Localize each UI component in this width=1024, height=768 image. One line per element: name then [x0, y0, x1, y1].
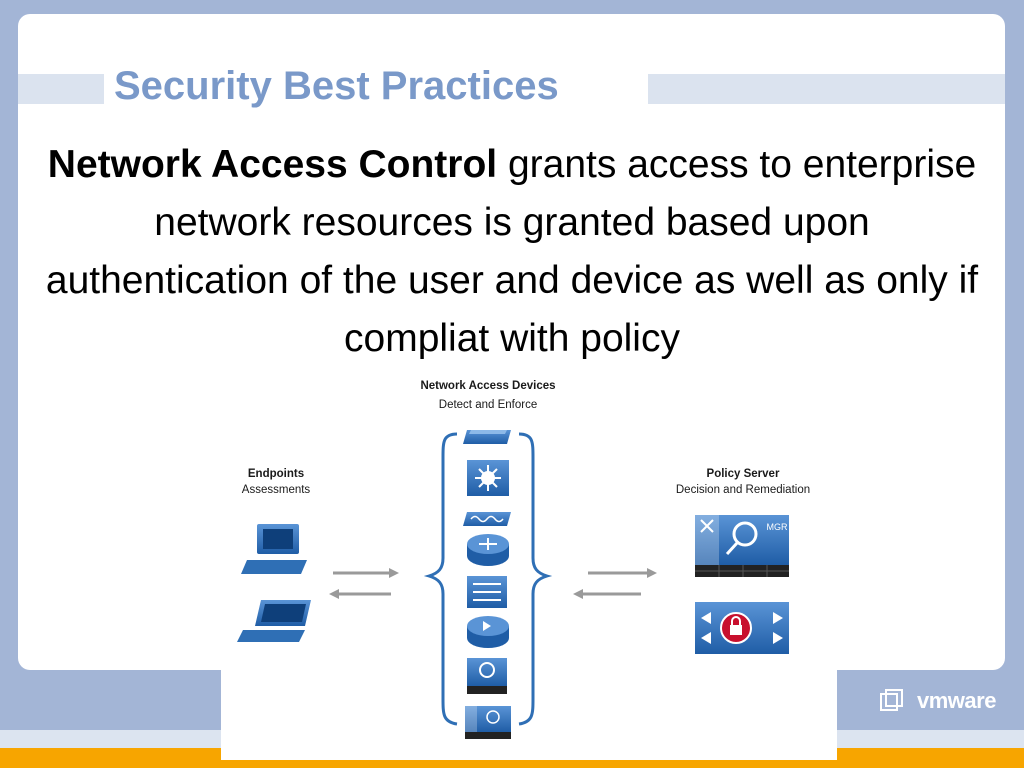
switch-icon	[463, 430, 511, 444]
vmware-logo-icon	[880, 689, 903, 711]
title-band-left	[18, 74, 104, 104]
policy-manager-icon	[465, 706, 511, 739]
arrow-to-server	[588, 568, 657, 578]
left-brace	[423, 432, 458, 726]
layer3-switch-icon	[467, 460, 509, 496]
center-subtitle: Detect and Enforce	[439, 399, 537, 411]
right-subtitle: Decision and Remediation	[676, 484, 810, 496]
title-band-right	[648, 74, 1005, 104]
body-text: Network Access Control grants access to …	[40, 136, 984, 368]
right-brace	[518, 432, 553, 726]
left-title: Endpoints	[248, 468, 304, 480]
arrow-to-endpoints	[329, 589, 391, 599]
access-control-server-icon	[695, 602, 789, 654]
wireless-bridge-icon	[463, 512, 511, 526]
firewall-router-icon	[467, 616, 509, 648]
right-title: Policy Server	[707, 468, 780, 480]
left-subtitle: Assessments	[242, 484, 311, 496]
router-icon	[467, 534, 509, 566]
desktop-pc-icon	[241, 524, 307, 574]
body-text-bold: Network Access Control	[47, 143, 498, 186]
arrow-to-devices-right	[573, 589, 641, 599]
vmware-logo-text: vmware	[917, 688, 996, 713]
center-title: Network Access Devices	[420, 380, 555, 392]
body-text-rest: grants access to enterprise network reso…	[45, 143, 979, 360]
laptop-icon	[237, 600, 311, 642]
arrow-to-devices-left	[333, 568, 399, 578]
switch-module-icon	[467, 576, 507, 608]
ids-appliance-icon	[467, 658, 507, 694]
mgr-label: MGR	[767, 522, 788, 532]
policy-manager-server-icon: MGR	[695, 515, 789, 577]
nac-diagram: Network Access Devices Detect and Enforc…	[221, 368, 837, 760]
slide-title: Security Best Practices	[114, 64, 559, 108]
